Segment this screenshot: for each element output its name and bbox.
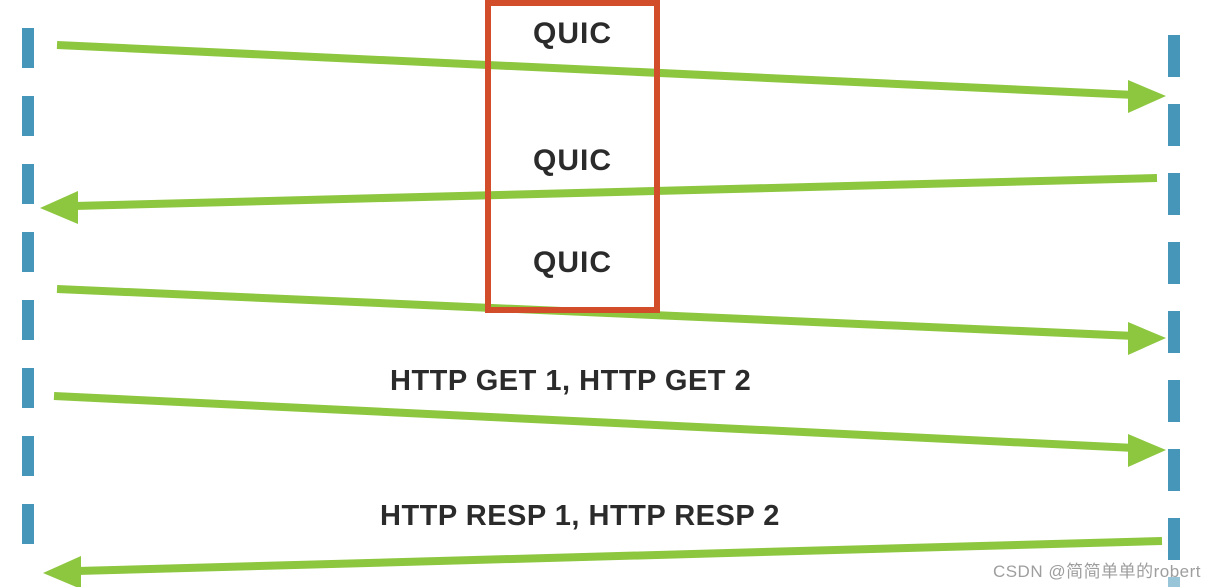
arrowhead-left-icon xyxy=(43,556,81,587)
arrowhead-right-icon xyxy=(1128,322,1166,355)
http-get-label: HTTP GET 1, HTTP GET 2 xyxy=(390,365,752,397)
arrowhead-left-icon xyxy=(40,191,78,224)
lifeline-right xyxy=(1168,35,1180,561)
quic-handshake-box xyxy=(485,0,660,313)
quic-message-label-2: QUIC xyxy=(533,144,612,177)
arrow-http-resp-left xyxy=(43,537,1163,587)
arrow-http-get-right xyxy=(53,392,1166,467)
quic-message-label-1: QUIC xyxy=(533,17,612,50)
arrow-quic-1-right xyxy=(56,41,1166,113)
arrowhead-right-icon xyxy=(1128,80,1166,113)
http-resp-label: HTTP RESP 1, HTTP RESP 2 xyxy=(380,500,780,532)
lifeline-right-partial-dash xyxy=(1168,577,1180,587)
arrowhead-right-icon xyxy=(1128,434,1166,467)
lifeline-left xyxy=(22,28,34,546)
csdn-watermark: CSDN @简简单单的robert xyxy=(992,562,1201,581)
quic-message-label-3: QUIC xyxy=(533,246,612,279)
arrow-quic-2-left xyxy=(40,174,1158,224)
